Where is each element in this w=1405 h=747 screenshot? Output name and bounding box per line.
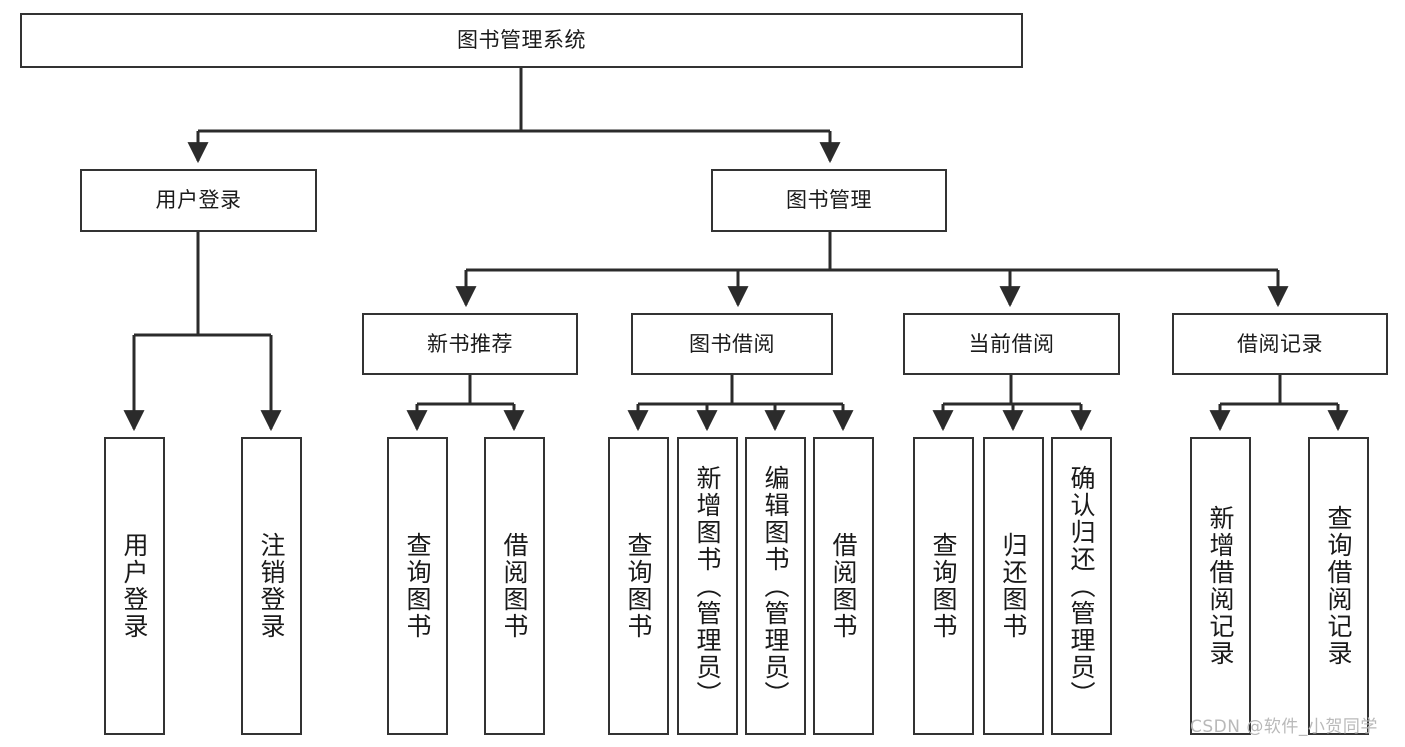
node-label: 借阅记录 bbox=[1237, 331, 1323, 356]
node-label: 查询图书 bbox=[929, 532, 958, 640]
node-borrow-record[interactable]: 借阅记录 bbox=[1172, 313, 1388, 375]
node-book-borrow[interactable]: 图书借阅 bbox=[631, 313, 833, 375]
leaf-confirm-return[interactable]: 确认归还（管理员） bbox=[1051, 437, 1112, 735]
leaf-add-book[interactable]: 新增图书（管理员） bbox=[677, 437, 738, 735]
node-label: 新增图书（管理员） bbox=[693, 464, 722, 708]
node-label: 新增借阅记录 bbox=[1206, 505, 1235, 667]
node-user-login[interactable]: 用户登录 bbox=[80, 169, 317, 232]
node-current-borrow[interactable]: 当前借阅 bbox=[903, 313, 1120, 375]
leaf-query-book-1[interactable]: 查询图书 bbox=[387, 437, 448, 735]
node-label: 注销登录 bbox=[257, 532, 286, 640]
node-root[interactable]: 图书管理系统 bbox=[20, 13, 1023, 68]
node-label: 图书借阅 bbox=[689, 331, 775, 356]
node-label: 编辑图书（管理员） bbox=[761, 464, 790, 708]
node-label: 图书管理系统 bbox=[457, 28, 586, 53]
leaf-query-book-2[interactable]: 查询图书 bbox=[608, 437, 669, 735]
node-label: 查询图书 bbox=[403, 532, 432, 640]
node-book-manage[interactable]: 图书管理 bbox=[711, 169, 947, 232]
node-label: 确认归还（管理员） bbox=[1067, 464, 1096, 708]
node-label: 当前借阅 bbox=[968, 331, 1055, 356]
node-label: 用户登录 bbox=[155, 188, 242, 213]
leaf-query-record[interactable]: 查询借阅记录 bbox=[1308, 437, 1369, 735]
leaf-return-book[interactable]: 归还图书 bbox=[983, 437, 1044, 735]
node-label: 图书管理 bbox=[786, 188, 872, 213]
leaf-user-login[interactable]: 用户登录 bbox=[104, 437, 165, 735]
node-label: 归还图书 bbox=[999, 532, 1028, 640]
node-label: 用户登录 bbox=[120, 532, 149, 640]
leaf-edit-book[interactable]: 编辑图书（管理员） bbox=[745, 437, 806, 735]
leaf-logout[interactable]: 注销登录 bbox=[241, 437, 302, 735]
node-label: 查询借阅记录 bbox=[1324, 505, 1353, 667]
leaf-borrow-book-1[interactable]: 借阅图书 bbox=[484, 437, 545, 735]
leaf-add-record[interactable]: 新增借阅记录 bbox=[1190, 437, 1251, 735]
node-label: 借阅图书 bbox=[829, 532, 858, 640]
leaf-borrow-book-2[interactable]: 借阅图书 bbox=[813, 437, 874, 735]
node-label: 查询图书 bbox=[624, 532, 653, 640]
node-label: 借阅图书 bbox=[500, 532, 529, 640]
node-new-book-rec[interactable]: 新书推荐 bbox=[362, 313, 578, 375]
node-label: 新书推荐 bbox=[427, 331, 513, 356]
csdn-watermark: CSDN @软件_小贺同学 bbox=[1190, 717, 1378, 737]
leaf-query-book-3[interactable]: 查询图书 bbox=[913, 437, 974, 735]
